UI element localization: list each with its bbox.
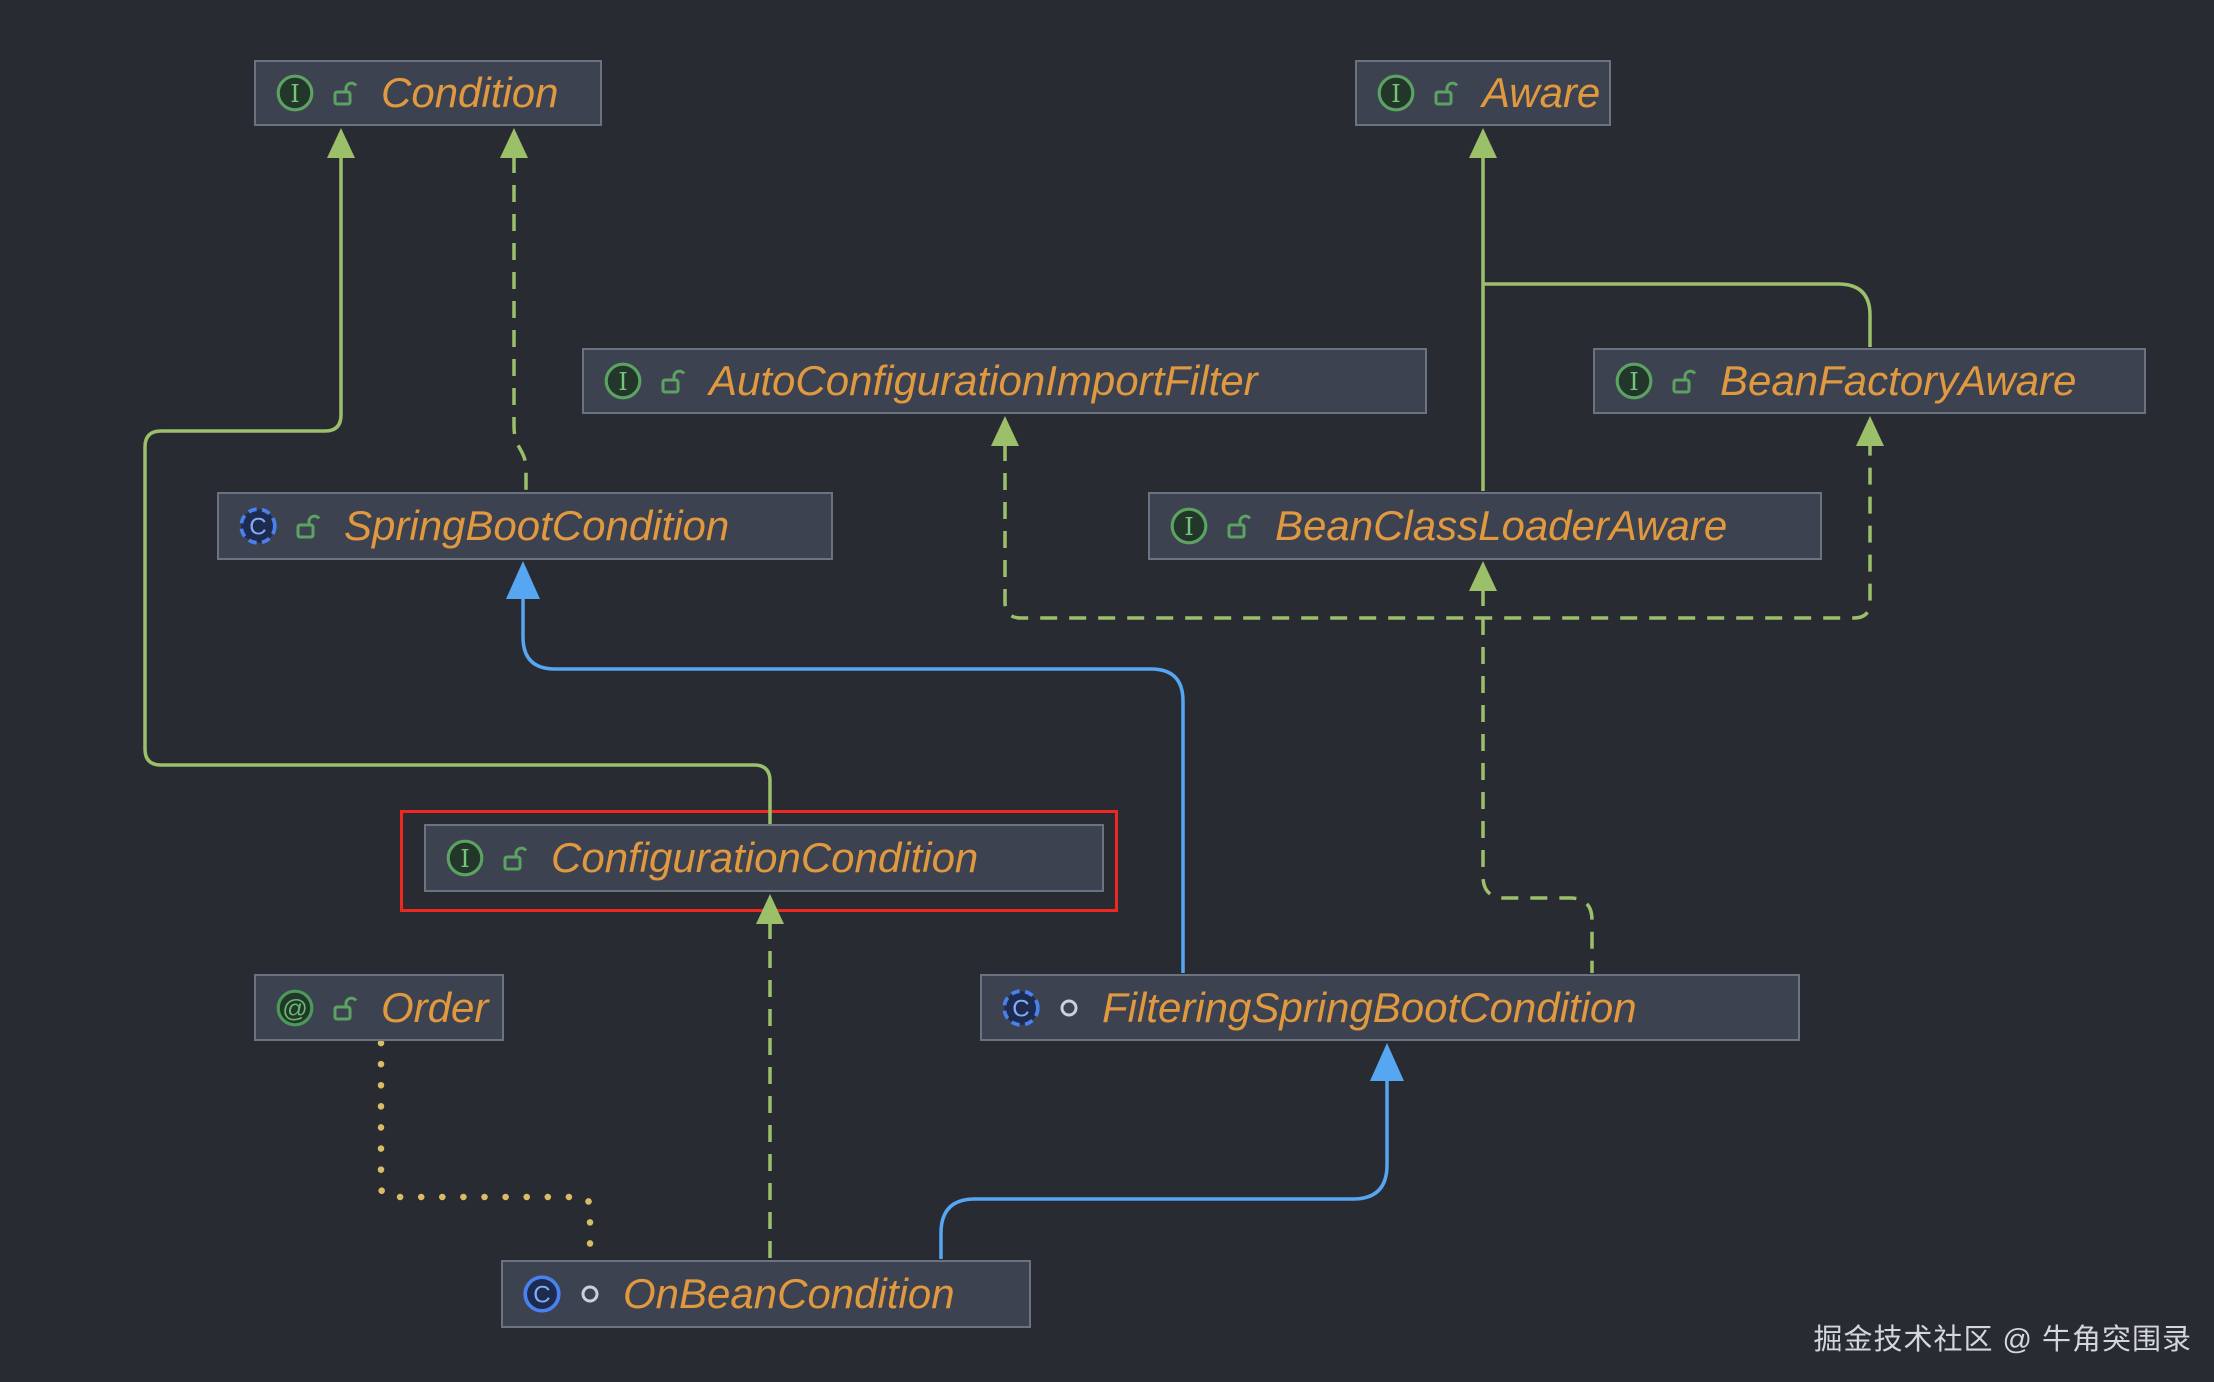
arrowhead-into-beanclassloaderaware <box>1469 561 1497 591</box>
unlocked-icon <box>332 993 359 1023</box>
class-name: AutoConfigurationImportFilter <box>709 357 1258 404</box>
svg-text:I: I <box>290 80 300 108</box>
interface-icon: I <box>602 360 644 402</box>
class-name: Aware <box>1482 69 1601 116</box>
class-node-onbeancondition[interactable]: C OnBeanCondition <box>501 1260 1031 1328</box>
unlocked-icon <box>502 843 529 873</box>
selection-highlight <box>400 810 1118 912</box>
arrowhead-into-condition-left <box>327 128 355 158</box>
arrowhead-into-springbootcondition <box>506 561 540 599</box>
edge-configurationcondition-extends-condition <box>143 156 772 825</box>
abstract-class-icon: C <box>1000 987 1042 1029</box>
unlocked-icon <box>1226 511 1253 541</box>
class-name: Condition <box>381 69 559 116</box>
svg-text:I: I <box>1391 80 1401 108</box>
svg-text:I: I <box>618 368 628 396</box>
class-node-configurationcondition[interactable]: I ConfigurationCondition <box>424 824 1104 892</box>
interface-icon: I <box>1375 72 1417 114</box>
class-node-aware[interactable]: I Aware <box>1355 60 1611 126</box>
class-name: SpringBootCondition <box>344 502 730 549</box>
class-name: BeanFactoryAware <box>1720 357 2077 404</box>
package-private-icon <box>1058 997 1080 1019</box>
class-node-condition[interactable]: I Condition <box>254 60 602 126</box>
interface-icon: I <box>444 837 486 879</box>
watermark-text: 掘金技术社区 @ 牛角突围录 <box>1813 1324 2192 1356</box>
class-node-order[interactable]: @ Order <box>254 974 504 1041</box>
class-name: ConfigurationCondition <box>551 834 979 881</box>
edge-onbean-annotation-order <box>377 1039 594 1256</box>
class-name: FilteringSpringBootCondition <box>1102 983 1637 1031</box>
class-node-autoconfigurationimportfilter[interactable]: I AutoConfigurationImportFilter <box>582 348 1427 414</box>
arrowhead-into-beanfactoryaware <box>1856 416 1884 446</box>
edge-springbootcondition-implements-condition <box>512 156 528 491</box>
svg-text:I: I <box>460 845 470 873</box>
svg-text:I: I <box>1184 513 1194 541</box>
blue-arrowheads <box>506 561 1404 1081</box>
class-name: Order <box>381 983 489 1031</box>
edge-filtering-implements-beanclassloaderaware <box>1481 589 1594 973</box>
class-node-filteringspringbootcondition[interactable]: C FilteringSpringBootCondition <box>980 974 1800 1041</box>
edge-onbean-extends-filtering <box>939 1079 1389 1259</box>
package-private-icon <box>579 1283 601 1305</box>
arrowhead-into-importfilter <box>991 416 1019 446</box>
interface-icon: I <box>1168 505 1210 547</box>
edge-filtering-extends-springbootcondition <box>521 597 1185 973</box>
class-icon: C <box>521 1273 563 1315</box>
svg-text:I: I <box>1629 368 1639 396</box>
arrowhead-into-aware <box>1469 128 1497 158</box>
class-name: BeanClassLoaderAware <box>1275 502 1728 549</box>
class-node-springbootcondition[interactable]: C SpringBootCondition <box>217 492 833 560</box>
svg-text:C: C <box>249 514 266 541</box>
unlocked-icon <box>295 511 322 541</box>
green-arrowheads <box>327 128 1884 924</box>
annotation-icon: @ <box>274 987 316 1029</box>
abstract-class-icon: C <box>237 505 279 547</box>
class-node-beanfactoryaware[interactable]: I BeanFactoryAware <box>1593 348 2146 414</box>
svg-text:C: C <box>1012 995 1029 1022</box>
unlocked-icon <box>1433 78 1460 108</box>
arrowhead-into-configurationcondition <box>756 894 784 924</box>
interface-icon: I <box>274 72 316 114</box>
class-name: OnBeanCondition <box>623 1270 955 1317</box>
unlocked-icon <box>1671 366 1698 396</box>
class-node-beanclassloaderaware[interactable]: I BeanClassLoaderAware <box>1148 492 1822 560</box>
arrowhead-into-filteringspringbootcondition <box>1370 1043 1404 1081</box>
edge-beanfactoryaware-extends-aware <box>1483 282 1872 347</box>
svg-text:@: @ <box>282 995 308 1023</box>
svg-text:C: C <box>533 1282 550 1309</box>
interface-icon: I <box>1613 360 1655 402</box>
unlocked-icon <box>332 78 359 108</box>
arrowhead-into-condition-right <box>500 128 528 158</box>
unlocked-icon <box>660 366 687 396</box>
